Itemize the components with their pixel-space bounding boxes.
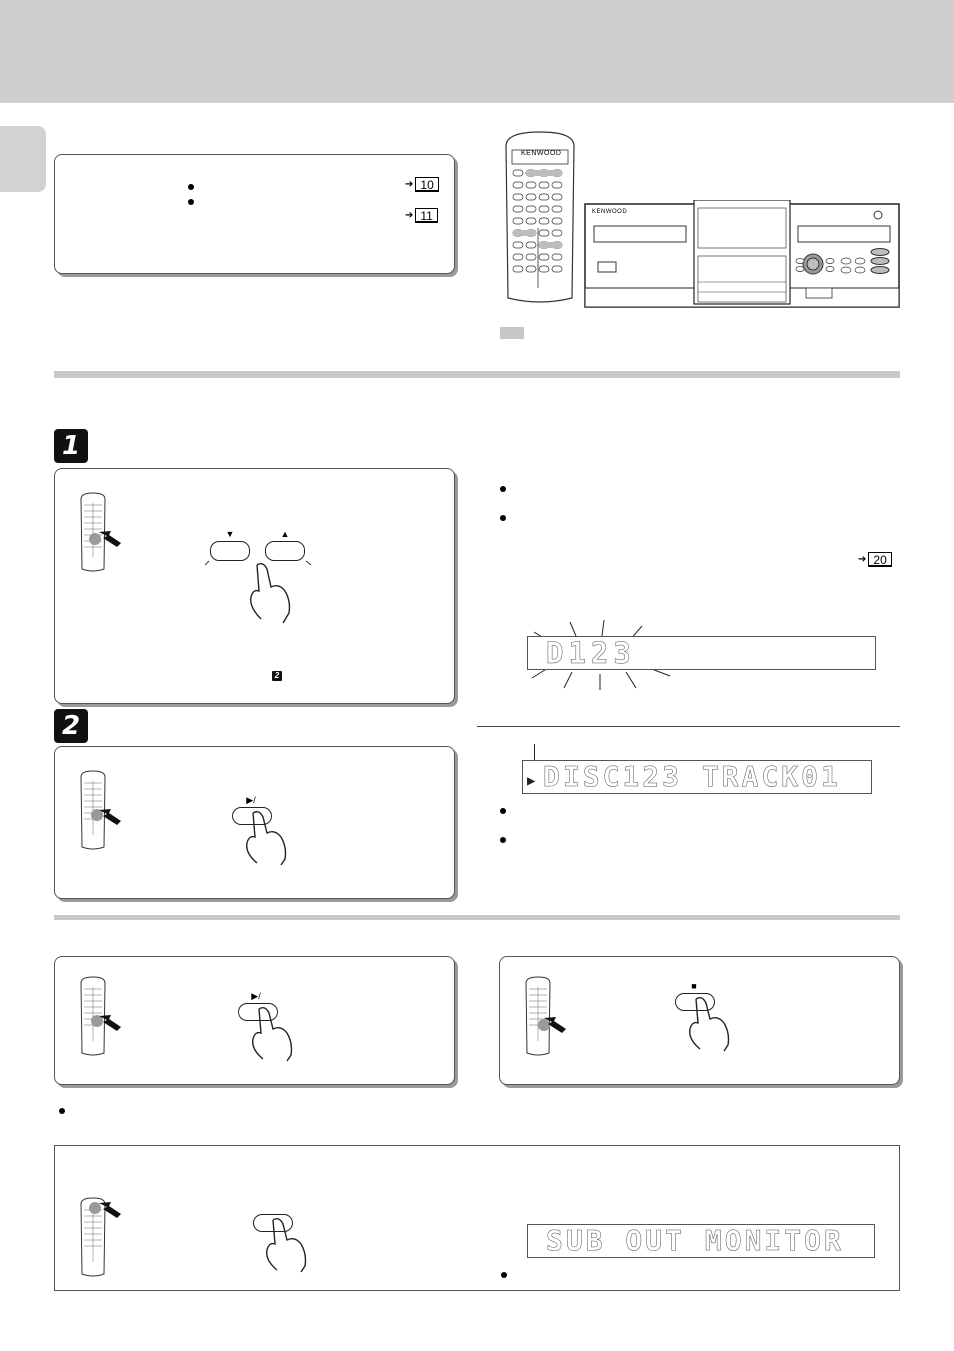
lcd-display: ▶ DISC123 TRACK01 [522,760,872,794]
side-tab [0,126,46,192]
bullet [188,199,194,205]
bullet [500,837,506,843]
remote-control-icon [505,131,575,303]
play-pause-button[interactable] [238,1003,278,1021]
press-arrow-icon [99,531,121,547]
stop-button[interactable] [675,993,715,1011]
pointing-hand-icon [252,1006,293,1062]
remote-brand: KENWOOD [521,150,562,157]
pointing-hand-icon [266,1217,307,1273]
remote-control-icon [80,770,121,850]
step-2-panel: ▶/❙❙ [54,746,455,899]
bullet [59,1108,65,1114]
pointer-line [534,744,535,766]
step-1-panel: ▼ ▲ 2 [54,468,455,704]
book-reference-icon: 20 [868,552,892,567]
section-rule [54,371,900,378]
bullet [500,515,506,521]
display-text: D123 [546,636,636,670]
press-arrow-icon [99,1015,121,1031]
lcd-display: D123 [527,636,876,670]
remote-control-icon [80,492,121,572]
info-panel: ➔10 ➔11 [54,154,455,274]
step-ref-badge: 2 [272,671,282,681]
pointing-hand-icon [205,560,312,624]
display-text: DISC123 TRACK01 [543,760,841,793]
play-indicator-icon: ▶ [527,773,536,789]
step-badge: 1 [54,429,88,463]
bullet [188,184,194,190]
divider [477,726,900,727]
bullet [500,486,506,492]
stop-glyph: ■ [691,981,697,991]
page-reference: ➔20 [858,552,892,567]
press-arrow-icon [99,1202,121,1218]
book-reference-icon: 10 [415,177,439,192]
press-arrow-icon [544,1017,566,1033]
remote-control-icon [80,976,121,1056]
page-reference: ➔10 [405,177,439,192]
section-rule [54,915,900,920]
stop-panel: ■ [499,956,900,1085]
bullet [500,808,506,814]
disc-up-button[interactable] [265,541,305,561]
player-brand: KENWOOD [592,209,628,215]
bullet [501,1272,507,1278]
pause-panel: ▶/❙❙ [54,956,455,1085]
page-reference: ➔11 [405,208,438,223]
down-arrow-glyph: ▼ [225,529,235,539]
play-pause-button[interactable] [232,807,272,825]
pointing-hand-icon [246,810,287,866]
book-reference-icon: 11 [415,208,438,223]
cd-changer-icon [584,200,900,308]
press-arrow-icon [99,809,121,825]
disc-down-button[interactable] [210,541,250,561]
display-text: SUB OUT MONITOR [546,1224,844,1257]
pointing-hand-icon [689,996,730,1052]
remote-control-icon [80,1197,121,1277]
remote-control-icon [525,976,566,1056]
highlight-legend-swatch [500,327,524,339]
step-badge: 2 [54,709,88,743]
up-arrow-glyph: ▲ [280,529,290,539]
sub-out-monitor-box: SUB OUT MONITOR [54,1145,900,1291]
lcd-display: SUB OUT MONITOR [527,1224,875,1258]
header-band [0,0,954,103]
